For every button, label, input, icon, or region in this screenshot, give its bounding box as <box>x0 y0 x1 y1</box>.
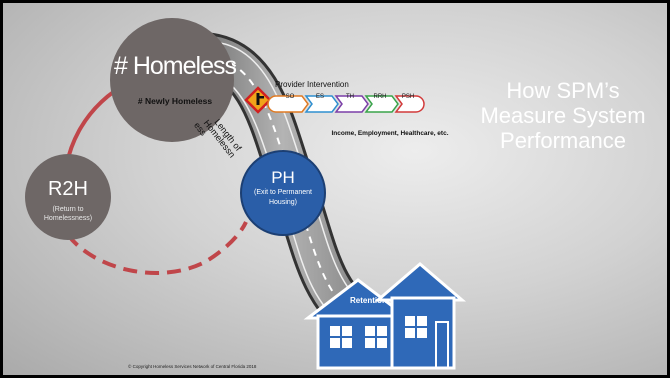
slide-title: How SPM’s Measure System Performance <box>480 78 646 153</box>
r2h-subtitle: (Return to Homelessness) <box>43 206 93 222</box>
chevron-rrh <box>364 95 399 113</box>
chevron-es <box>304 95 339 113</box>
ph-subtitle: (Exit to Permanent Housing) <box>254 189 312 206</box>
provider-chevrons <box>267 95 425 113</box>
copyright-footer: © Copyright Homeless Services Network of… <box>128 364 257 369</box>
chip-rrh-label: RRH <box>373 94 387 100</box>
newly-homeless-label: # Newly Homeless <box>137 96 213 106</box>
retention-label: Retention <box>350 296 387 305</box>
chip-th-label: TH <box>346 94 354 100</box>
chevron-psh <box>394 95 425 113</box>
chip-es-label: ES <box>315 94 324 100</box>
chip-psh-label: PSH <box>401 94 415 100</box>
house-icon <box>303 262 467 370</box>
homeless-circle <box>110 18 234 142</box>
chevron-so <box>267 95 309 113</box>
homeless-title: # Homeless <box>114 52 237 80</box>
warning-sign-icon <box>244 86 272 114</box>
r2h-title: R2H <box>47 178 88 200</box>
provider-supports-label: Income, Employment, Healthcare, etc. <box>331 130 449 137</box>
chevron-th <box>334 95 369 113</box>
ph-circle <box>240 150 326 236</box>
ph-title: PH <box>271 168 295 187</box>
chip-so-label: SO <box>285 94 295 100</box>
cycle-arc-dashed <box>66 221 248 275</box>
r2h-circle <box>25 154 111 240</box>
provider-intervention-title: Provider Intervention <box>275 80 349 89</box>
